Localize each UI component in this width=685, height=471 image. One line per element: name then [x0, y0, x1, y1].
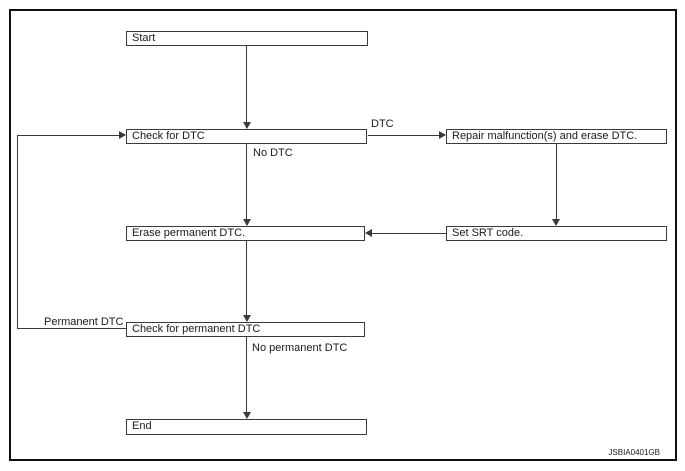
node-start: Start: [126, 31, 368, 46]
connector-check-perm-to-end: [246, 337, 247, 418]
arrowhead-right-icon: [439, 131, 446, 139]
connector-loop-top: [18, 135, 119, 136]
edge-label-permanent-dtc: Permanent DTC: [44, 316, 124, 328]
connector-check-dtc-to-erase: [246, 144, 247, 225]
node-repair-malfunction: Repair malfunction(s) and erase DTC.: [446, 129, 667, 144]
connector-srt-to-erase: [372, 233, 446, 234]
connector-repair-to-srt: [556, 144, 557, 219]
edge-label-dtc: DTC: [371, 118, 394, 130]
connector-loop-vertical: [17, 135, 18, 329]
node-set-srt-code: Set SRT code.: [446, 226, 667, 241]
connector-start-to-check-dtc: [246, 46, 247, 128]
arrowhead-down-icon: [243, 219, 251, 226]
arrowhead-down-icon: [243, 315, 251, 322]
figure-code-watermark: JSBIA0401GB: [608, 448, 660, 457]
arrowhead-down-icon: [243, 412, 251, 419]
arrowhead-right-icon: [119, 131, 126, 139]
node-erase-permanent-dtc: Erase permanent DTC.: [126, 226, 365, 241]
arrowhead-left-icon: [365, 229, 372, 237]
connector-check-dtc-to-repair: [368, 135, 439, 136]
node-check-for-dtc: Check for DTC: [126, 129, 367, 144]
connector-erase-to-check-perm: [246, 241, 247, 321]
connector-loop-bottom: [17, 328, 126, 329]
edge-label-no-dtc: No DTC: [253, 147, 293, 159]
node-end: End: [126, 419, 367, 435]
node-check-for-permanent-dtc: Check for permanent DTC: [126, 322, 365, 337]
arrowhead-down-icon: [552, 219, 560, 226]
edge-label-no-permanent-dtc: No permanent DTC: [252, 342, 348, 354]
arrowhead-down-icon: [243, 122, 251, 129]
